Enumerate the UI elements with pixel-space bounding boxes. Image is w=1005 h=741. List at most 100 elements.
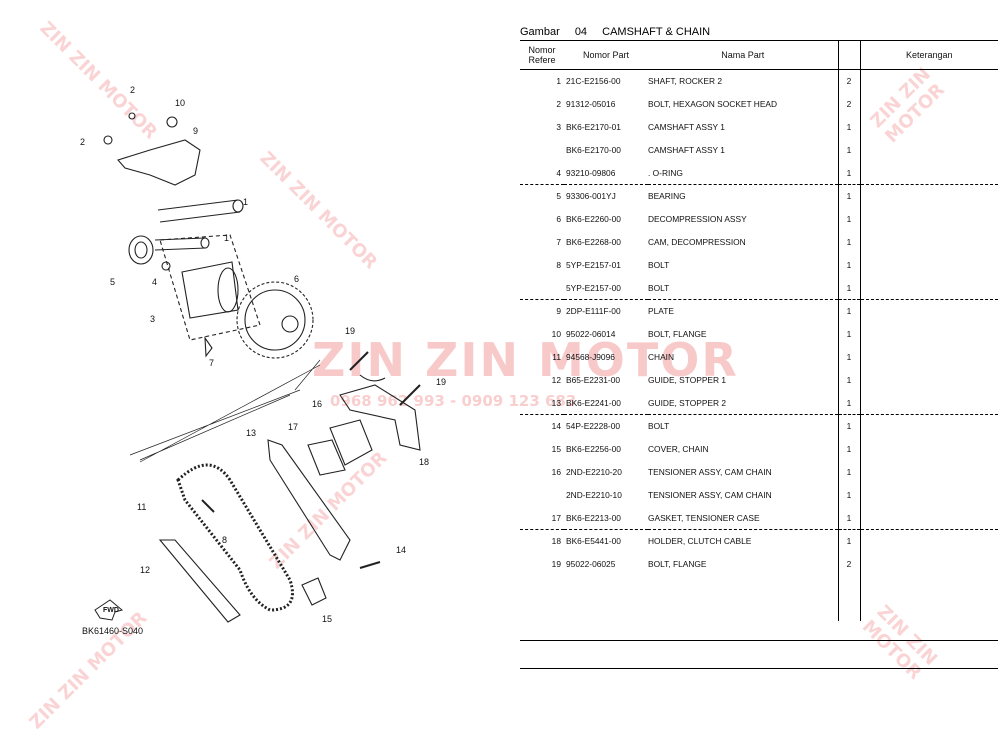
row-part-name: BOLT — [648, 413, 838, 438]
row-part-number: 93210-09806 — [566, 167, 616, 178]
callout-12: 12 — [140, 565, 150, 575]
watermark-corner-br: ZIN ZIN MOTOR — [857, 601, 942, 684]
row-part-number: 2ND-E2210-20 — [566, 466, 622, 477]
row-quantity: 1 — [837, 391, 861, 415]
col-ref-header: Nomor Refere — [520, 40, 564, 70]
row-ref — [520, 276, 564, 299]
row-part-number: 5YP-E2157-01 — [566, 259, 621, 270]
row-ref: 15 — [551, 444, 561, 455]
row-note — [860, 506, 998, 529]
row-note — [860, 276, 998, 299]
row-quantity: 1 — [837, 506, 861, 530]
row-note — [860, 138, 998, 161]
row-part-name: TENSIONER ASSY, CAM CHAIN — [648, 489, 772, 500]
parts-list: Nomor Refere Nomor Part Nama Part Ketera… — [520, 40, 1000, 622]
table-footer-line-1 — [520, 640, 998, 641]
row-ref: 12 — [551, 374, 561, 385]
callout-2a: 2 — [130, 85, 135, 95]
col-note-header: Keterangan — [860, 40, 998, 70]
callout-8: 8 — [222, 535, 227, 545]
row-part-name: . O-RING — [648, 167, 683, 178]
row-part-number: BK6-E2213-00 — [566, 512, 621, 523]
row-part-number: 54P-E2228-00 — [564, 413, 648, 438]
row-note — [860, 346, 998, 369]
col-qty-header — [837, 40, 861, 70]
row-note — [860, 116, 998, 139]
row-part-number: 21C-E2156-00 — [566, 76, 621, 87]
watermark-main: ZIN ZIN MOTOR — [312, 333, 739, 387]
row-quantity: 1 — [837, 322, 861, 346]
row-part-name: TENSIONER ASSY, CAM CHAIN — [648, 466, 772, 477]
row-note — [860, 298, 998, 323]
callout-1a: 1 — [243, 197, 248, 207]
callout-2b: 2 — [80, 137, 85, 147]
row-part-number: 95022-06014 — [566, 329, 616, 340]
row-ref: 11 — [552, 351, 561, 362]
row-part-name: CAM, DECOMPRESSION — [648, 236, 746, 247]
callout-18: 18 — [419, 457, 429, 467]
row-quantity: 1 — [837, 460, 861, 484]
row-note — [860, 413, 998, 438]
row-quantity: 1 — [837, 298, 861, 323]
empty-cell — [837, 575, 861, 599]
row-ref: 9 — [520, 298, 564, 323]
row-quantity: 1 — [837, 230, 861, 254]
callout-19b: 19 — [436, 377, 446, 387]
row-quantity: 1 — [837, 528, 861, 553]
row-part-number: 2DP-E111F-00 — [564, 298, 648, 323]
row-ref: 3 — [556, 121, 561, 132]
row-quantity: 1 — [837, 115, 861, 139]
callout-16: 16 — [312, 399, 322, 409]
row-part-name: BOLT, FLANGE — [648, 329, 707, 340]
row-ref — [520, 138, 564, 161]
row-part-name: DECOMPRESSION ASSY — [648, 214, 747, 225]
empty-cell — [520, 576, 564, 599]
watermark-phone: 0968 962 993 - 0909 123 683 — [330, 392, 577, 410]
callout-11: 11 — [137, 502, 146, 512]
empty-cell — [520, 598, 564, 621]
row-part-number: BK6-E5441-00 — [564, 528, 648, 553]
figure-name: CAMSHAFT & CHAIN — [602, 26, 711, 38]
holder-shape — [339, 384, 421, 451]
table-header: Nomor Refere Nomor Part Nama Part Ketera… — [520, 40, 998, 70]
row-note — [860, 93, 998, 116]
empty-cell — [860, 598, 998, 621]
row-part-name: PLATE — [648, 298, 838, 323]
callout-19a: 19 — [345, 326, 355, 336]
row-quantity: 1 — [837, 207, 861, 231]
callout-1b: 1 — [224, 233, 229, 243]
row-note — [860, 253, 998, 276]
row-part-name: BEARING — [648, 183, 838, 208]
row-quantity: 1 — [837, 138, 861, 162]
row-note — [860, 208, 998, 231]
chain-shape — [176, 463, 294, 612]
row-part-number: BK6-E2260-00 — [566, 214, 621, 225]
row-part-number: 94568-J9096 — [566, 351, 615, 362]
rocker-shaft-upper — [157, 199, 241, 223]
row-quantity: 1 — [837, 437, 861, 461]
row-part-name: BOLT — [648, 259, 670, 270]
row-note — [860, 70, 998, 93]
row-note — [860, 391, 998, 414]
row-ref: 18 — [520, 528, 564, 553]
row-ref: 13 — [551, 397, 561, 408]
row-part-number: 2ND-E2210-10 — [566, 489, 622, 500]
row-part-number: 95022-06025 — [566, 559, 616, 570]
row-quantity: 2 — [837, 92, 861, 116]
row-part-number: 93306-001YJ — [564, 183, 648, 208]
row-part-name: BOLT, HEXAGON SOCKET HEAD — [648, 99, 778, 110]
row-part-name: CHAIN — [648, 351, 675, 362]
row-part-name: GUIDE, STOPPER 1 — [648, 374, 727, 385]
row-note — [860, 553, 998, 576]
row-ref: 17 — [551, 512, 561, 523]
row-part-name: GASKET, TENSIONER CASE — [648, 512, 760, 523]
callout-5: 5 — [110, 277, 115, 287]
row-part-name: COVER, CHAIN — [648, 444, 709, 455]
row-note — [860, 461, 998, 484]
